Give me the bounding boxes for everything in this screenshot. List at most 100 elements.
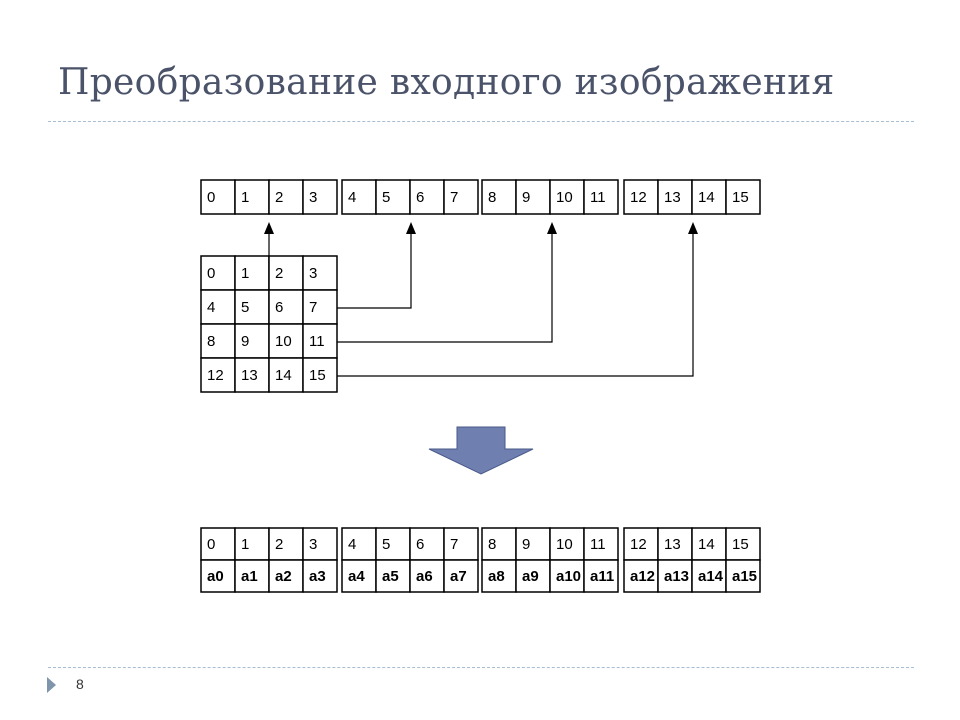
result-value-a5-box: [375, 559, 411, 593]
top-cell-14-label: 14: [698, 189, 715, 206]
result-index-5-label: 5: [382, 536, 390, 553]
matrix-cell-11-box: [302, 323, 338, 359]
page-number: 8: [76, 676, 84, 692]
top-cell-8-box: [481, 179, 517, 215]
top-cell-9-label: 9: [522, 189, 530, 206]
top-cell-10-label: 10: [556, 189, 573, 206]
result-index-15-label: 15: [732, 536, 749, 553]
result-index-10-label: 10: [556, 536, 573, 553]
result-index-8-label: 8: [488, 536, 496, 553]
top-cell-5-label: 5: [382, 189, 390, 206]
matrix-cell-1-label: 1: [241, 265, 249, 282]
top-cell-8-label: 8: [488, 189, 496, 206]
result-value-a3-label: a3: [309, 568, 326, 585]
result-value-a14-label: a14: [698, 568, 724, 585]
matrix-cell-10-label: 10: [275, 333, 292, 350]
result-index-1-label: 1: [241, 536, 249, 553]
result-value-a6-box: [409, 559, 445, 593]
result-index-7-box: [443, 527, 479, 561]
top-cell-6-box: [409, 179, 445, 215]
top-cell-6-label: 6: [416, 189, 424, 206]
connector-row-2: [337, 228, 553, 343]
result-index-12-label: 12: [630, 536, 647, 553]
matrix-cell-12-box: [200, 357, 236, 393]
top-cell-14-box: [691, 179, 727, 215]
matrix-cell-14-box: [268, 357, 304, 393]
matrix-cell-12-label: 12: [207, 367, 224, 384]
top-cell-13-label: 13: [664, 189, 681, 206]
matrix-cell-14-label: 14: [275, 367, 292, 384]
arrowhead-row-0: [264, 222, 274, 234]
result-value-a7-box: [443, 559, 479, 593]
result-value-a12-box: [623, 559, 659, 593]
top-cell-7-label: 7: [450, 189, 458, 206]
top-cell-7-box: [443, 179, 479, 215]
matrix-cell-2-label: 2: [275, 265, 283, 282]
matrix-cell-15-label: 15: [309, 367, 326, 384]
matrix-cell-4-label: 4: [207, 299, 215, 316]
top-cell-15-label: 15: [732, 189, 749, 206]
top-cell-2-label: 2: [275, 189, 283, 206]
result-value-a0-box: [200, 559, 236, 593]
result-value-a0-label: a0: [207, 568, 224, 585]
connector-row-1: [337, 228, 412, 309]
matrix-cell-9-label: 9: [241, 333, 249, 350]
matrix-cell-7-box: [302, 289, 338, 325]
matrix-cell-13-label: 13: [241, 367, 258, 384]
result-value-a10-label: a10: [556, 568, 581, 585]
result-value-a13-label: a13: [664, 568, 689, 585]
result-value-a15-box: [725, 559, 761, 593]
result-value-a4-label: a4: [348, 568, 365, 585]
top-cell-10-box: [549, 179, 585, 215]
result-index-7-label: 7: [450, 536, 458, 553]
result-index-6-label: 6: [416, 536, 424, 553]
result-index-11-label: 11: [590, 536, 606, 553]
arrowhead-row-3: [688, 222, 698, 234]
result-index-14-label: 14: [698, 536, 715, 553]
result-index-9-box: [515, 527, 551, 561]
matrix-cell-5-box: [234, 289, 270, 325]
top-cell-0-box: [200, 179, 236, 215]
top-cell-2-box: [268, 179, 304, 215]
result-index-9-label: 9: [522, 536, 530, 553]
result-index-4-label: 4: [348, 536, 356, 553]
result-index-13-box: [657, 527, 693, 561]
top-cell-4-box: [341, 179, 377, 215]
arrowhead-row-2: [547, 222, 557, 234]
result-index-3-box: [302, 527, 338, 561]
result-value-a8-box: [481, 559, 517, 593]
result-value-a15-label: a15: [732, 568, 757, 585]
result-index-11-box: [583, 527, 619, 561]
result-value-a11-label: a11: [590, 568, 614, 585]
result-value-a3-box: [302, 559, 338, 593]
result-index-3-label: 3: [309, 536, 317, 553]
matrix-cell-8-label: 8: [207, 333, 215, 350]
page-marker-icon: [47, 677, 56, 693]
transform-arrow-icon: [428, 426, 534, 475]
result-value-a9-box: [515, 559, 551, 593]
result-value-a2-box: [268, 559, 304, 593]
result-index-2-label: 2: [275, 536, 283, 553]
result-value-a7-label: a7: [450, 568, 467, 585]
result-value-a6-label: a6: [416, 568, 433, 585]
title-divider: [48, 121, 914, 122]
top-cell-12-label: 12: [630, 189, 647, 206]
matrix-cell-3-label: 3: [309, 265, 317, 282]
result-index-0-label: 0: [207, 536, 215, 553]
matrix-cell-5-label: 5: [241, 299, 249, 316]
matrix-cell-15-box: [302, 357, 338, 393]
matrix-cell-6-label: 6: [275, 299, 283, 316]
result-index-13-label: 13: [664, 536, 681, 553]
result-value-a5-label: a5: [382, 568, 399, 585]
top-cell-3-box: [302, 179, 338, 215]
result-value-a11-box: [583, 559, 619, 593]
top-cell-4-label: 4: [348, 189, 356, 206]
result-index-15-box: [725, 527, 761, 561]
result-value-a4-box: [341, 559, 377, 593]
footer-divider: [48, 667, 914, 668]
top-cell-15-box: [725, 179, 761, 215]
top-cell-12-box: [623, 179, 659, 215]
slide-title: Преобразование входного изображения: [58, 62, 835, 103]
matrix-cell-1-box: [234, 255, 270, 291]
